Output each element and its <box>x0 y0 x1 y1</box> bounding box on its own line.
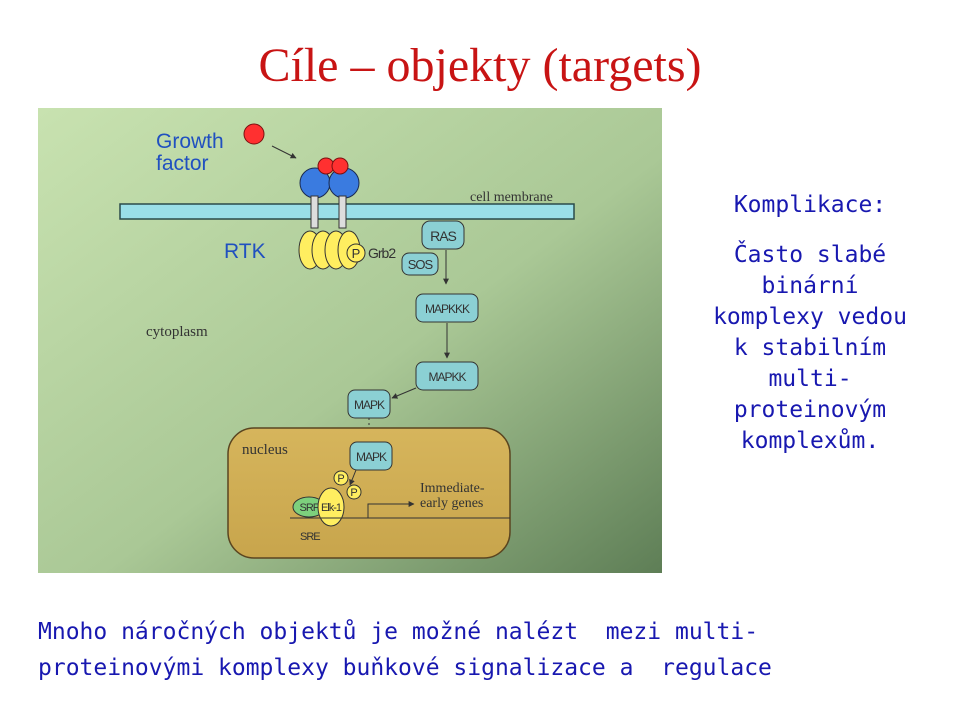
phospho-p1 <box>333 470 349 486</box>
signaling-pathway-diagram: P Grb2 RAS SOS cell membrane Growth fact… <box>38 108 662 573</box>
nucleus-label: nucleus <box>242 442 288 458</box>
elk1-label: Elk-1 <box>321 502 342 514</box>
cytoplasm-label: cytoplasm <box>146 324 208 340</box>
mapk-to-elk-arrow <box>349 469 357 486</box>
side-note: Komplikace: Často slabé binární komplexy… <box>690 192 930 457</box>
ligand-arrow <box>271 145 297 159</box>
bottom-text: Mnoho náročných objektů je možné nalézt … <box>38 614 938 686</box>
mapkk-arrow <box>391 387 417 399</box>
growth-factor-label-2: factor <box>156 152 209 175</box>
grb2-label: Grb2 <box>368 245 396 261</box>
rtk-extracellular <box>299 157 360 199</box>
phospho-p2 <box>346 484 362 500</box>
immediate-early-label-2: early genes <box>420 496 483 511</box>
immediate-early-label-1: Immediate- <box>420 481 485 496</box>
mapk-nuc-label: MAPK <box>356 450 387 464</box>
transcription-arrow <box>367 501 415 518</box>
ras-label: RAS <box>430 228 456 244</box>
mapkkk-box <box>415 293 479 323</box>
mapkk-box <box>415 361 479 391</box>
phospho-p1-label: P <box>337 473 344 485</box>
growth-factor-label-1: Growth <box>156 130 224 153</box>
side-body: Často slabé binární komplexy vedou k sta… <box>713 242 907 454</box>
rtk-transmembrane-right <box>338 195 347 229</box>
sre-label: SRE <box>300 531 320 543</box>
srf-label: SRF <box>300 502 320 514</box>
slide-title: Cíle – objekty (targets) <box>258 39 702 92</box>
cell-membrane-label: cell membrane <box>470 190 553 205</box>
phospho-p-grb2-label: P <box>352 246 361 261</box>
mapk-cyto-label: MAPK <box>354 398 385 412</box>
nucleus <box>227 427 511 559</box>
phospho-p-grb2 <box>346 243 366 263</box>
mapk-nuc-box <box>349 441 393 471</box>
bottom-line-1: Mnoho náročných objektů je možné nalézt … <box>38 619 759 645</box>
elk1-protein <box>317 487 345 527</box>
sos-label: SOS <box>408 257 434 272</box>
growth-factor-ligand <box>243 123 265 145</box>
cell-membrane <box>119 203 575 220</box>
side-heading: Komplikace: <box>733 192 887 218</box>
rtk-label: RTK <box>224 240 266 263</box>
phospho-p2-label: P <box>350 487 357 499</box>
mapkkk-label: MAPKKK <box>425 302 470 316</box>
ras-box <box>421 220 465 250</box>
sos-box <box>401 252 439 276</box>
bottom-line-2: proteinovými komplexy buňkové signalizac… <box>38 655 772 681</box>
rtk-transmembrane-left <box>310 195 319 229</box>
mapkk-label: MAPKK <box>428 370 466 384</box>
